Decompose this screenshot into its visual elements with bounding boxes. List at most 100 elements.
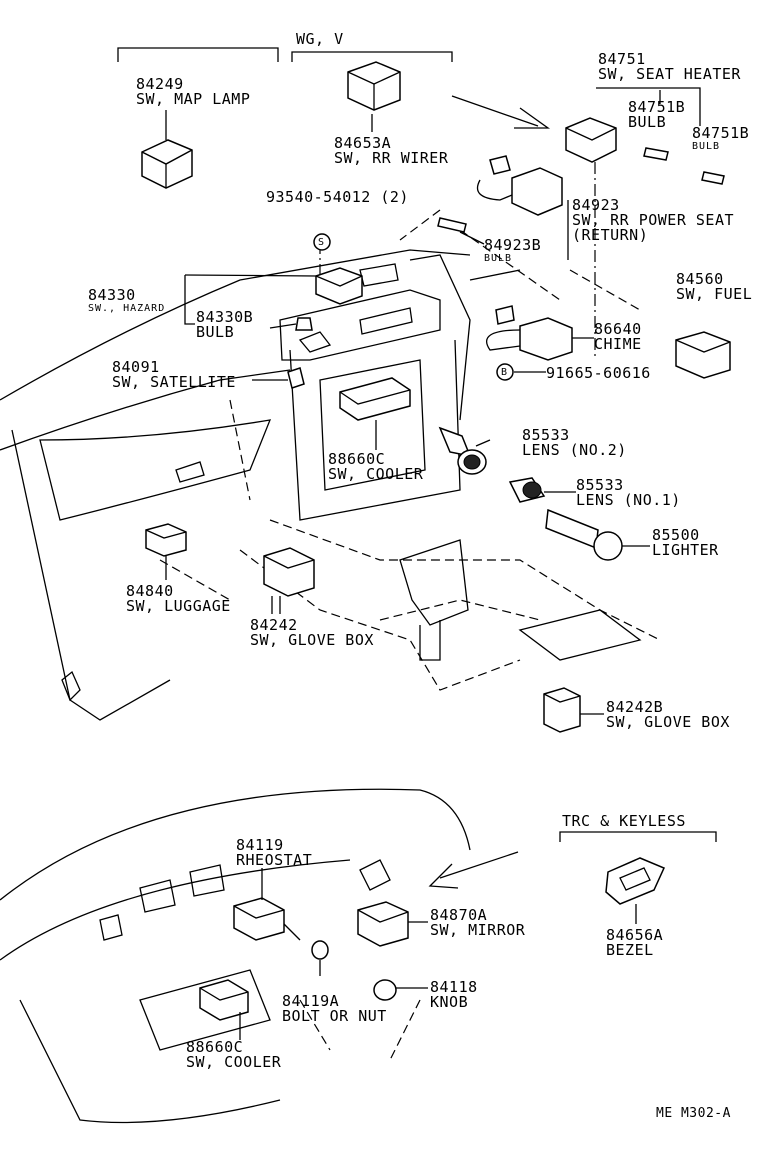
trc-bracket: [559, 831, 717, 842]
stack-side: [409, 254, 471, 421]
arrow-line-bottom: [439, 851, 519, 879]
switch-fuel: [675, 331, 731, 379]
switch-cooler-upper: [339, 377, 411, 421]
label-93540: 93540-54012 (2): [266, 188, 409, 206]
switch-luggage: [145, 523, 187, 557]
glove-box-outline: [39, 419, 272, 521]
glove-box-handle: [175, 461, 205, 483]
footer-code: ME M302-A: [656, 1106, 731, 1121]
leader-lens-2: [475, 439, 491, 447]
lower-dash-top: [0, 788, 471, 901]
leader-84330b: [269, 323, 297, 329]
center-stack-bezel: [319, 359, 426, 491]
arrow-head-bottom: [428, 863, 459, 889]
label-91665: 91665-60616: [546, 364, 651, 382]
dash-upper-contour: [0, 369, 291, 451]
switch-seat-heater: [565, 117, 617, 163]
bulb-84330b: [295, 317, 313, 331]
switch-hazard: [315, 267, 363, 305]
leader-glove-box: [271, 596, 281, 614]
lower-dash-edge: [11, 429, 171, 721]
panel-slot-2: [359, 307, 413, 335]
switch-glove-box-b: [543, 687, 581, 733]
shift-lever: [399, 539, 469, 626]
console-top: [469, 269, 521, 281]
lower-dashed-1: [299, 999, 331, 1051]
console-panel: [518, 609, 642, 661]
bulb-84751b-2: [701, 171, 725, 185]
lower-dash-mid: [0, 859, 351, 961]
b-mark: B: [501, 367, 509, 378]
lower-vent-1: [99, 914, 123, 941]
switch-map-lamp: [141, 139, 193, 189]
lower-vent-3: [189, 864, 225, 897]
lower-dash-clip: [61, 670, 81, 702]
leader-rr-seat: [399, 209, 441, 241]
rheostat: [233, 897, 301, 941]
leader-84923b: [459, 231, 485, 245]
lower-slot: [359, 859, 391, 891]
center-stack: [289, 339, 461, 521]
leader-satellite: [229, 399, 251, 501]
leader-seat-heater-bracket: [596, 87, 701, 126]
s-mark: S: [318, 237, 326, 248]
console-dashed-1: [239, 549, 521, 691]
knob: [373, 979, 397, 1001]
lens-no2: [438, 426, 487, 475]
lower-dashed-2: [389, 999, 421, 1061]
arrow-head-top: [514, 107, 551, 129]
s-mark-circle: [313, 233, 331, 251]
switch-rr-wiper: [347, 61, 401, 111]
lower-dash-bottom: [19, 999, 281, 1124]
center-cluster-panel: [279, 289, 441, 361]
lower-panel: [139, 969, 271, 1051]
bulb-84923b: [437, 217, 467, 233]
wgv-bracket: [291, 51, 453, 62]
leader-hazard: [184, 274, 317, 277]
group-label-wgv: WG, V: [296, 30, 344, 48]
leader-hazard-bracket: [184, 275, 195, 325]
leader-fuel: [569, 269, 641, 311]
switch-cooler-lower: [199, 979, 249, 1021]
bolt-or-nut: [311, 940, 329, 960]
leader-lighter-area: [459, 229, 561, 301]
lighter: [545, 508, 623, 561]
map-lamp-bracket: [117, 47, 279, 62]
bezel: [605, 857, 666, 905]
switch-rr-power-seat: [476, 155, 563, 216]
arrow-line-top: [451, 95, 539, 127]
console-dashed-3: [379, 599, 541, 621]
b-mark-circle: [496, 363, 514, 381]
lens-no1: [508, 477, 546, 503]
bulb-84751b-1: [643, 147, 669, 161]
panel-slot-1: [298, 331, 332, 353]
lower-vent-2: [139, 879, 176, 913]
dash-top-edge: [0, 249, 471, 401]
console-dashed-2: [269, 519, 661, 641]
